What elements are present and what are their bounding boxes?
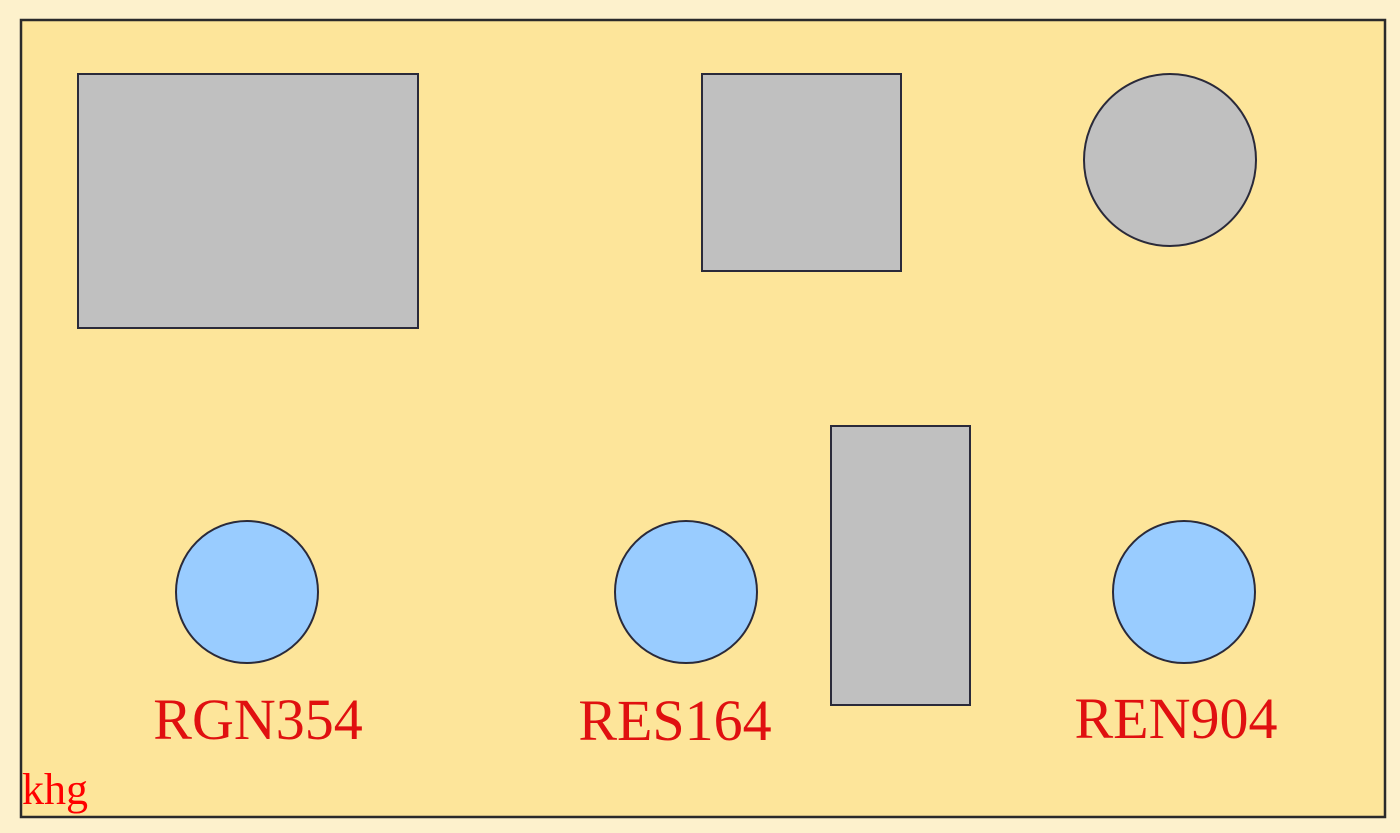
blue-circle-left bbox=[175, 520, 319, 664]
gray-square bbox=[701, 73, 902, 272]
large-gray-rectangle bbox=[77, 73, 419, 329]
tall-gray-rectangle bbox=[830, 425, 971, 706]
blue-circle-middle bbox=[614, 520, 758, 664]
label-middle: RES164 bbox=[578, 688, 771, 753]
label-right: REN904 bbox=[1075, 686, 1278, 751]
gray-circle bbox=[1083, 73, 1257, 247]
corner-label: khg bbox=[22, 765, 88, 814]
blue-circle-right bbox=[1112, 520, 1256, 664]
label-left: RGN354 bbox=[153, 687, 362, 752]
